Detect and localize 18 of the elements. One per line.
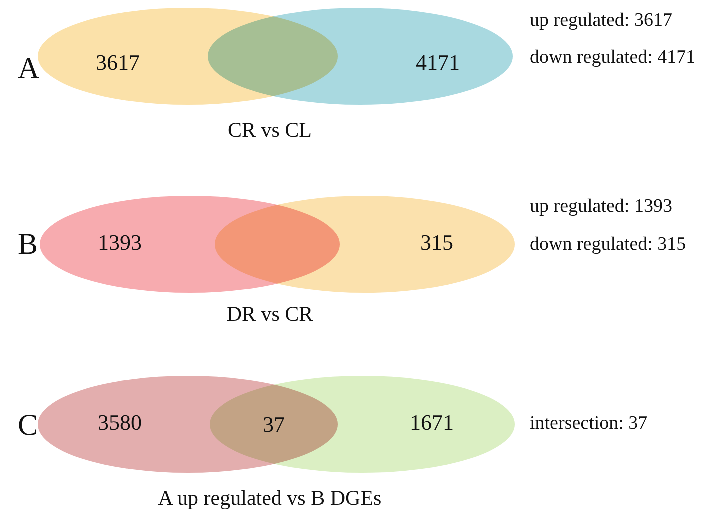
comparison-caption: CR vs CL (228, 118, 312, 143)
count-value: 3580 (98, 410, 142, 436)
comparison-caption: DR vs CR (226, 302, 314, 327)
summary-text: down regulated: 4171 (530, 47, 696, 69)
panel-letter: B (18, 228, 38, 262)
count-value: 1393 (98, 230, 142, 256)
panel-letter: C (18, 409, 38, 443)
count-value: 4171 (416, 50, 460, 76)
summary-text: intersection: 37 (530, 413, 648, 435)
panel-letter: A (18, 52, 40, 86)
summary-text: up regulated: 3617 (530, 10, 672, 32)
summary-text: down regulated: 315 (530, 234, 686, 256)
comparison-caption: A up regulated vs B DGEs (158, 486, 382, 511)
count-value: 3617 (96, 50, 140, 76)
summary-text: up regulated: 1393 (530, 196, 672, 218)
count-value: 1671 (410, 410, 454, 436)
count-value: 315 (420, 230, 454, 256)
count-value: 37 (263, 412, 285, 438)
